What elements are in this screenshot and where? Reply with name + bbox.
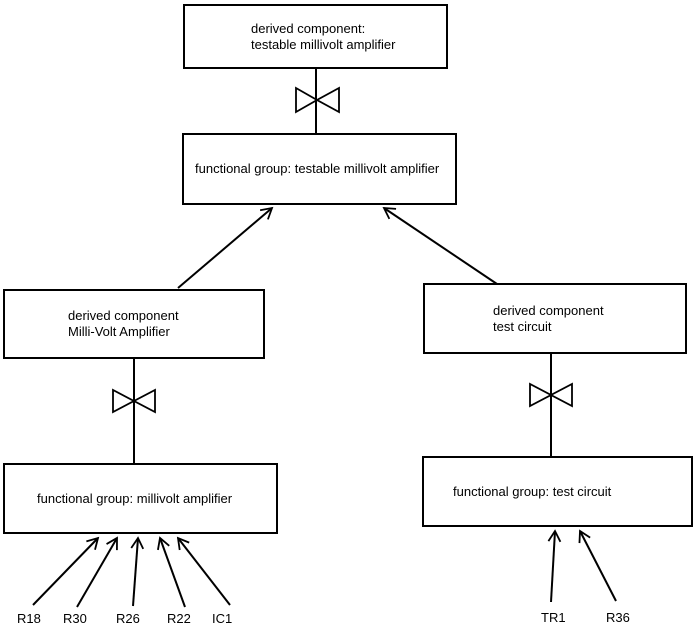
edge-r36-to-fg-test (578, 529, 617, 602)
edge-derived-mva-to-fg-testable (177, 206, 274, 289)
node-label: test circuit (493, 318, 552, 334)
node-label: testable millivolt amplifier (251, 36, 396, 52)
bowtie-icon (112, 388, 156, 414)
node-label: functional group: millivolt amplifier (37, 490, 233, 506)
node-label: functional group: test circuit (453, 483, 612, 499)
edge-ic1-to-fg-mva (176, 536, 231, 606)
bowtie-icon (529, 382, 573, 408)
node-label: derived component: (251, 20, 366, 36)
component-label-r18: R18 (17, 611, 41, 626)
component-label-ic1: IC1 (212, 611, 233, 626)
node-functional-group-millivolt-amplifier: functional group: millivolt amplifier (3, 463, 278, 534)
component-label-r26: R26 (116, 611, 140, 626)
component-label-tr1: TR1 (541, 610, 566, 625)
edge-r22-to-fg-mva (157, 536, 186, 608)
bowtie-icon (295, 86, 340, 114)
node-derived-milli-volt-amplifier: derived component Milli-Volt Amplifier (3, 289, 265, 359)
node-functional-group-testable-millivolt-amplifier: functional group: testable millivolt amp… (182, 133, 457, 205)
component-label-r30: R30 (63, 611, 87, 626)
edge-derived-test-to-fg-testable (382, 206, 498, 285)
edge-r26-to-fg-mva (130, 536, 145, 607)
component-label-r22: R22 (167, 611, 191, 626)
node-functional-group-test-circuit: functional group: test circuit (422, 456, 693, 527)
edge-tr1-to-fg-test (547, 529, 562, 603)
node-derived-testable-millivolt-amplifier: derived component: testable millivolt am… (183, 4, 448, 69)
node-derived-test-circuit: derived component test circuit (423, 283, 687, 354)
edge-r30-to-fg-mva (76, 536, 118, 608)
edge-r18-to-fg-mva (32, 536, 100, 606)
node-label: derived component (68, 308, 179, 323)
node-label: derived component (493, 302, 604, 318)
component-label-r36: R36 (606, 610, 630, 625)
node-label: Milli-Volt Amplifier (68, 324, 170, 339)
node-label: functional group: testable millivolt amp… (195, 161, 440, 176)
